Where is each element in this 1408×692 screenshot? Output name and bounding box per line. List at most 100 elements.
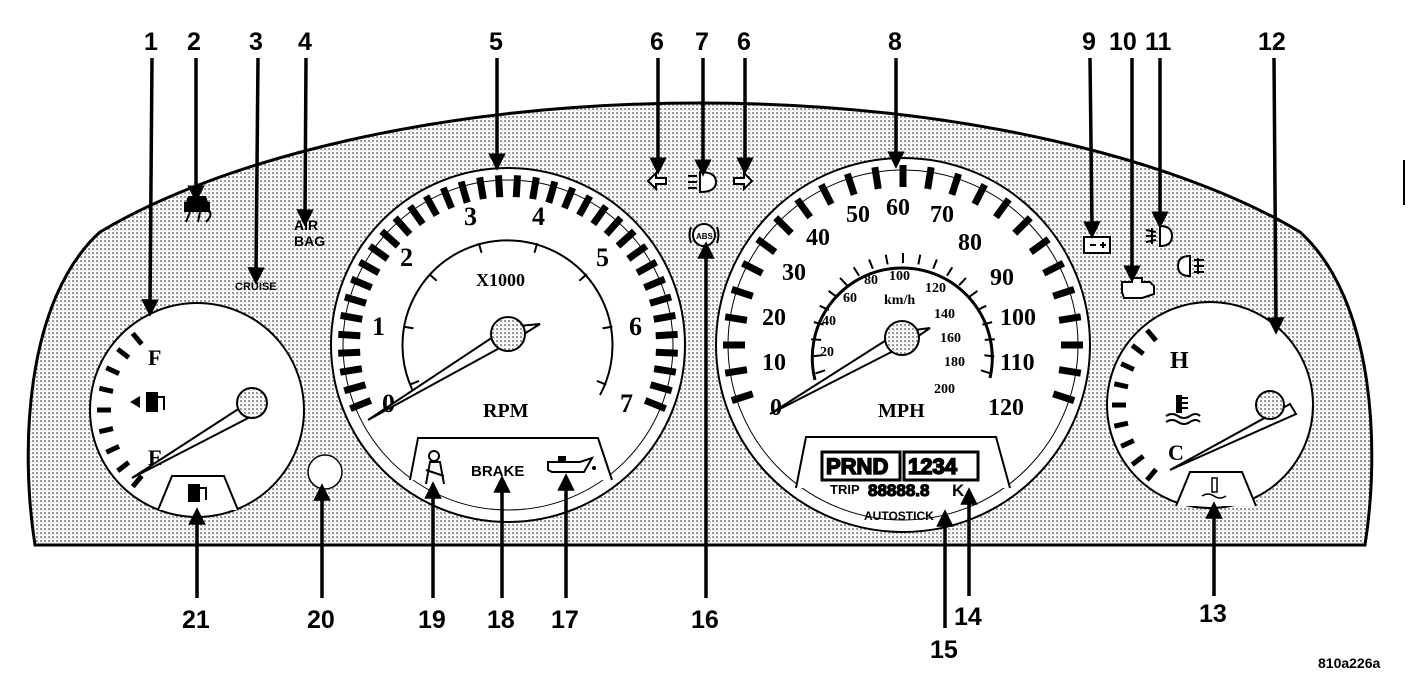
speed-tick xyxy=(1028,236,1051,255)
callout-12: 12 xyxy=(1258,28,1286,56)
rear-fog-lamp-icon xyxy=(1176,254,1204,278)
kmh-tick xyxy=(884,254,889,265)
airbag-indicator-line1: AIR xyxy=(294,217,318,233)
tach-inner-tick xyxy=(409,380,420,386)
trip-odometer-value: 88888.8 xyxy=(868,481,929,500)
speed-tick xyxy=(730,390,754,404)
cruise-indicator: CRUISE xyxy=(235,281,277,293)
tach-tick xyxy=(423,194,440,217)
callout-13: 13 xyxy=(1199,600,1227,628)
tach-tick xyxy=(649,381,673,395)
trip-unit: K xyxy=(952,481,965,500)
kmh-tick xyxy=(917,254,922,265)
tach-warning-panel xyxy=(409,437,613,481)
kmh-tick xyxy=(813,321,824,326)
speed-tick xyxy=(818,183,835,206)
trip-label: TRIP xyxy=(830,482,860,497)
callout-5: 5 xyxy=(489,28,503,56)
temp-tick xyxy=(1130,343,1145,356)
mph-scale-30: 30 xyxy=(782,260,806,286)
fuel-tick xyxy=(105,365,121,376)
fuel-gauge: F E xyxy=(89,302,305,518)
fuel-gauge-ticks xyxy=(97,331,144,489)
kmh-scale-140: 140 xyxy=(934,307,955,322)
oil-can-icon xyxy=(547,456,596,473)
mph-scale-80: 80 xyxy=(958,230,982,256)
fuel-tick xyxy=(116,460,131,473)
tach-multiplier: X1000 xyxy=(476,270,525,290)
tach-tick xyxy=(338,348,361,357)
speed-tick xyxy=(1058,313,1082,324)
callout-9: 9 xyxy=(1082,28,1096,56)
kmh-scale-120: 120 xyxy=(925,281,946,296)
temp-gauge-ticks xyxy=(1112,328,1158,482)
tach-tick xyxy=(349,397,373,412)
kmh-tick xyxy=(980,369,991,375)
tach-tick xyxy=(545,180,559,204)
kmh-tick xyxy=(968,290,979,298)
brake-indicator: BRAKE xyxy=(471,463,524,480)
kmh-tick xyxy=(815,369,826,375)
mph-scale-50: 50 xyxy=(846,202,870,228)
temperature-gauge: H C xyxy=(1106,301,1314,509)
fuel-full-label: F xyxy=(148,345,161,370)
tach-tick xyxy=(626,243,649,262)
tach-tick xyxy=(655,348,678,357)
tachometer-inner-arc xyxy=(401,239,614,396)
callout-arrows xyxy=(141,57,1285,628)
kmh-tick xyxy=(976,304,987,311)
kmh-tick xyxy=(827,290,838,298)
speed-tick xyxy=(755,236,778,255)
airbag-indicator-line2: BAG xyxy=(294,233,325,249)
temp-tick xyxy=(1145,328,1158,343)
kmh-scale-20: 20 xyxy=(820,345,834,360)
callout-21: 21 xyxy=(182,606,210,634)
speed-tick xyxy=(730,286,754,300)
tach-inner-tick xyxy=(403,325,414,330)
tachometer-ticks xyxy=(338,175,678,412)
callout-6-left: 6 xyxy=(650,28,664,56)
temp-tick xyxy=(1120,438,1135,449)
kmh-unit: km/h xyxy=(884,293,915,308)
kmh-tick xyxy=(984,338,995,341)
callout-15: 15 xyxy=(930,636,958,664)
low-fuel-icon xyxy=(188,484,207,502)
tach-tick xyxy=(407,204,426,227)
high-beam-icon xyxy=(688,170,718,194)
tach-tick xyxy=(495,175,504,198)
tach-tick xyxy=(512,175,521,198)
tachometer-hub xyxy=(490,316,526,352)
tach-tick xyxy=(338,330,361,340)
kmh-scale-40: 40 xyxy=(822,314,836,329)
trip-reset-button[interactable] xyxy=(307,454,343,490)
seatbelt-icon xyxy=(425,450,445,485)
fuel-tick xyxy=(98,385,114,394)
temp-gauge-needle xyxy=(1169,402,1298,471)
speed-tick xyxy=(724,313,748,324)
speedometer: 0 10 20 30 40 50 60 70 80 90 100 110 120… xyxy=(715,157,1091,533)
callout-7: 7 xyxy=(695,28,709,56)
battery-icon xyxy=(1083,236,1111,254)
tach-tick xyxy=(648,293,673,307)
tach-tick xyxy=(561,186,577,210)
kmh-tick xyxy=(932,259,938,270)
speed-tick xyxy=(794,197,813,220)
temp-tick xyxy=(1113,420,1129,429)
speedometer-kmh-ticks xyxy=(811,253,995,375)
callout-3: 3 xyxy=(249,28,263,56)
tach-scale-6: 6 xyxy=(629,312,642,341)
tach-tick xyxy=(643,275,667,291)
callout-10: 10 xyxy=(1109,28,1137,56)
callout-16: 16 xyxy=(691,606,719,634)
kmh-tick xyxy=(811,338,822,341)
tachometer: 0 1 2 3 4 5 6 7 X1000 RPM BRAKE xyxy=(330,167,686,523)
kmh-tick xyxy=(839,277,848,286)
speedometer-hub xyxy=(884,320,920,356)
tach-tick xyxy=(367,243,390,262)
mph-scale-0: 0 xyxy=(770,395,782,421)
tach-tick xyxy=(635,259,659,276)
speedometer-kmh-arc xyxy=(810,266,994,381)
check-engine-icon xyxy=(1121,277,1155,299)
speed-tick xyxy=(1058,366,1082,377)
